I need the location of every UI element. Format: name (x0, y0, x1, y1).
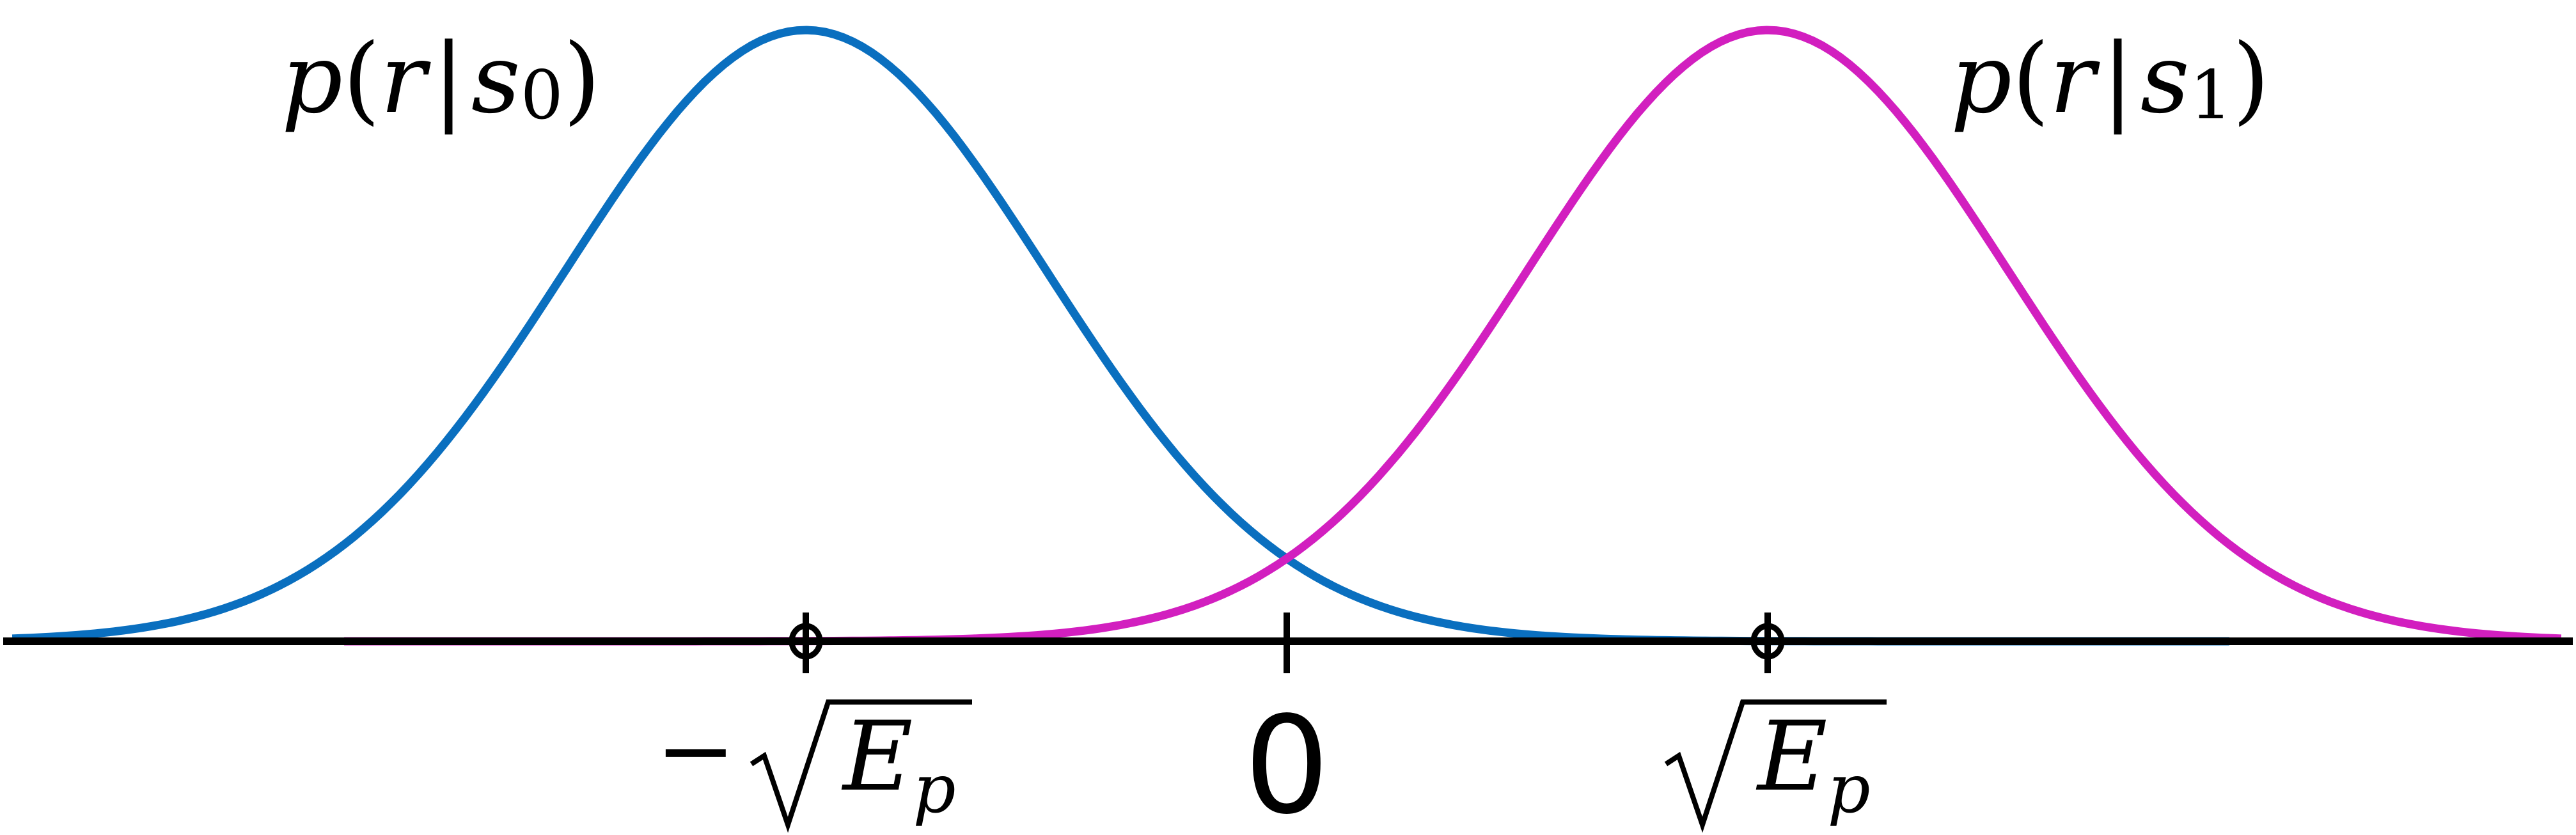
svg-text:Ep: Ep (841, 701, 956, 828)
radical-sign-pos (1664, 699, 1887, 833)
radical-sign-neg (750, 699, 972, 833)
tick-label-sqrt-ep: Ep (1664, 699, 1887, 833)
svg-text:0: 0 (1244, 687, 1330, 835)
tick-label-zero: 0 (1244, 687, 1330, 835)
series-label-s1: p(r|s1) (1951, 24, 2270, 135)
svg-text:−: − (656, 695, 736, 806)
mean-marker-2 (1750, 623, 1785, 660)
mean-marker-0 (789, 623, 823, 660)
series-label-s0: p(r|s0) (281, 24, 601, 135)
tick-label-neg-sqrt-ep: − Ep (656, 695, 972, 833)
x-axis (3, 613, 2573, 673)
svg-text:Ep: Ep (1755, 701, 1871, 828)
